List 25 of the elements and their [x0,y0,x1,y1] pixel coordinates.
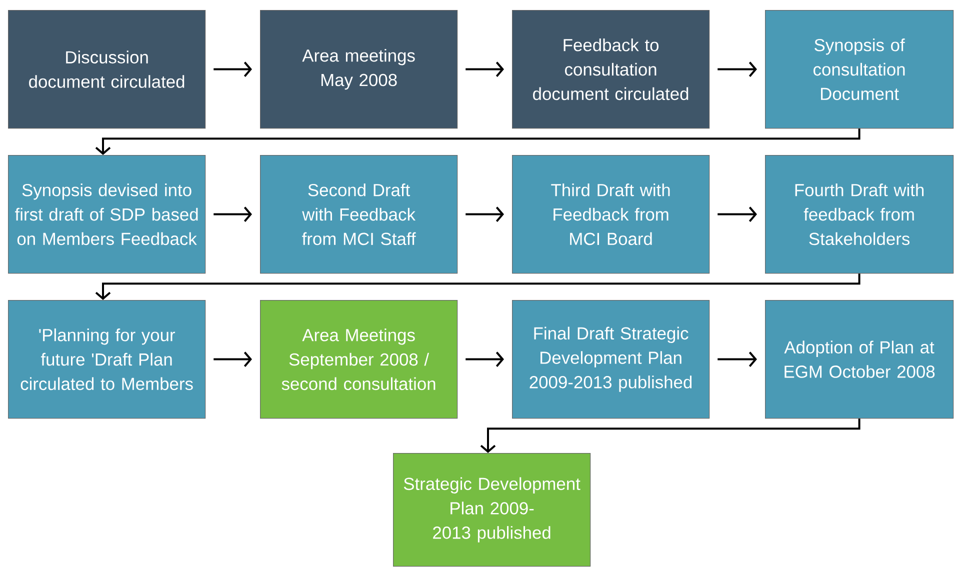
process-box: Synopsis of consultation Document [765,10,954,129]
arrow [466,206,504,222]
process-box: Area Meetings September 2008 / second consultation [260,300,458,419]
arrow [214,62,252,77]
arrow [718,62,757,77]
arrow [718,352,757,367]
process-box: Synopsis devised into first draft of SDP based on Members Feedback [8,155,206,274]
arrow [95,128,860,155]
process-box: Strategic Development Plan 2009-2013 published [393,453,591,567]
process-box: Second Draft with Feedback from MCI Staff [260,155,458,274]
process-box: 'Planning for your future 'Draft Plan circulated to Members [8,300,206,419]
process-box: Discussion document circulated [8,10,206,129]
process-box: Final Draft Strategic Development Plan 2009-2013 published [512,300,710,419]
process-box: Third Draft with Feedback from MCI Board [512,155,710,274]
arrow [480,418,860,453]
process-box: Area meetings May 2008 [260,10,458,129]
process-box: Fourth Draft with feedback from Stakeholders [765,155,954,274]
arrow [466,62,504,77]
arrow [95,274,860,300]
arrow [214,206,252,222]
arrow [466,352,504,367]
process-box: Feedback to consultation document circulated [512,10,710,129]
arrow [718,206,757,222]
process-box: Adoption of Plan at EGM October 2008 [765,300,954,419]
arrow [214,352,252,367]
